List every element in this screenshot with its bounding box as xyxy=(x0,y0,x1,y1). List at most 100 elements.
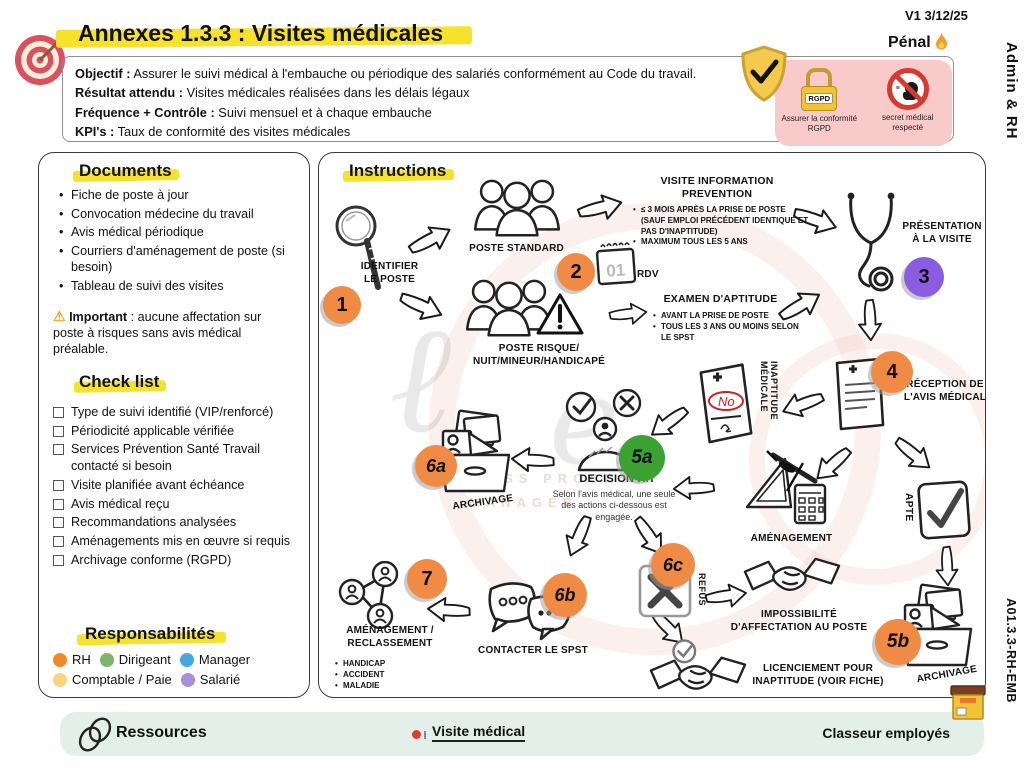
left-panel: Documents Fiche de poste à jour Convocat… xyxy=(38,152,310,698)
inaptitude-doc-icon: No xyxy=(699,363,753,444)
visite-medical-link-text[interactable]: Visite médical xyxy=(432,723,526,742)
watermark-script: ℓ xyxy=(389,293,452,467)
watermark-text: MANAGER xyxy=(469,495,579,510)
meta-row: Résultat attendu : Visites médicales réa… xyxy=(75,83,941,102)
legend-item: RH xyxy=(53,652,91,667)
examen-title: EXAMEN D'APTITUDE xyxy=(663,293,778,305)
important-note: ⚠ Important : Important : aucune affecta… xyxy=(53,307,262,357)
step7-label: AMÉNAGEMENT / RECLASSEMENT xyxy=(346,625,434,649)
kpi-text: Taux de conformité des visites médicales xyxy=(117,124,351,140)
amenagement-label: AMÉNAGEMENT xyxy=(750,533,833,544)
step6c-circle: 6c xyxy=(651,543,695,587)
side-label-doc-code: A01.3.3-RH-EMB xyxy=(1004,598,1018,703)
salarie-dot xyxy=(180,672,195,687)
resources-title: Ressources xyxy=(116,724,207,741)
step5a-circle: 5a xyxy=(619,435,665,481)
step1-circle: 1 xyxy=(323,286,361,324)
checklist-item: Services Prévention Santé Travail contac… xyxy=(53,441,295,474)
inaptitude-stamp: No xyxy=(718,394,735,409)
no-speaking-icon: ≡ xyxy=(886,68,929,110)
checklist-item: Archivage conforme (RGPD) xyxy=(53,552,295,568)
responsibilities-title: Responsabilités xyxy=(85,624,216,643)
checkbox xyxy=(53,479,64,491)
step6b-circle: 6b xyxy=(543,573,587,617)
checklist-item: Périodicité applicable vérifiée xyxy=(53,423,295,439)
instructions-panel: BUSINESS PROCESS MANAGER ℓ e Instruction… xyxy=(318,152,986,698)
penal-label: Pénal xyxy=(888,33,949,52)
checkbox xyxy=(53,498,64,510)
responsibilities-legend: RH Dirigeant Manager Comptable / Paie Sa… xyxy=(53,652,297,687)
legend-item: Salarié xyxy=(180,672,240,687)
checklist-item: Recommandations analysées xyxy=(53,514,295,530)
visite-info-title: VISITE INFORMATION PREVENTION xyxy=(660,175,774,201)
step7-bullets: HANDICAP ACCIDENT MALADIE xyxy=(335,659,445,691)
kpi-label: KPI's : xyxy=(75,124,115,140)
refus-label: REFUS xyxy=(697,573,707,607)
link-icon xyxy=(78,717,112,752)
step7-circle: 7 xyxy=(407,559,447,599)
flame-icon xyxy=(935,33,947,50)
flow-arrow xyxy=(857,298,883,342)
checklist-item: Type de suivi identifié (VIP/renforcé) xyxy=(53,404,295,420)
objectif-label: Objectif : xyxy=(75,66,131,81)
checkbox xyxy=(53,444,64,456)
decision-options-icon xyxy=(565,389,642,442)
warning-icon: ⚠ xyxy=(53,307,66,324)
version-label: V1 3/12/25 xyxy=(905,8,968,23)
poste-standard-icon xyxy=(473,179,561,237)
poste-risque-label: POSTE RISQUE/ NUIT/MINEUR/HANDICAPÉ xyxy=(473,343,605,367)
documents-list: Fiche de poste à jour Convocation médeci… xyxy=(57,187,295,295)
resources-bar: Ressources Visite médical Classeur emplo… xyxy=(60,712,984,756)
visite-medical-link[interactable]: Visite médical xyxy=(412,723,526,742)
warning-triangle-icon xyxy=(536,293,584,335)
flow-arrow xyxy=(935,545,959,587)
step6a-circle: 6a xyxy=(415,445,457,487)
rgpd-lock-icon: RGPD xyxy=(801,68,838,111)
licenciement-label: LICENCIEMENT POUR INAPTITUDE (VOIR FICHE… xyxy=(752,663,884,687)
checkbox xyxy=(53,536,64,548)
meta-row: Fréquence + Contrôle : Suivi mensuel et … xyxy=(75,103,941,122)
magnifier-icon xyxy=(335,205,381,290)
stethoscope-icon xyxy=(847,192,895,292)
legend-item: Manager xyxy=(179,652,250,667)
apte-label: APTE xyxy=(903,493,914,522)
step3-label: PRÉSENTATION À LA VISITE xyxy=(902,221,982,245)
pin-icon xyxy=(412,726,432,742)
resultat-label: Résultat attendu : xyxy=(75,85,184,101)
examen-bullets: AVANT LA PRISE DE POSTE TOUS LES 3 ANS O… xyxy=(653,311,803,343)
list-item: Avis médical périodique xyxy=(59,224,295,241)
list-item: Convocation médecine du travail xyxy=(59,206,295,223)
people-network-icon xyxy=(338,561,399,629)
step6b-label: CONTACTER LE SPST xyxy=(478,645,588,656)
step2-circle: 2 xyxy=(557,253,595,291)
rgpd-caption: Assurer la conformité RGPD xyxy=(781,114,858,133)
checklist: Type de suivi identifié (VIP/renforcé) P… xyxy=(53,404,295,569)
page-title: Annexes 1.3.3 : Visites médicales xyxy=(78,20,444,46)
side-label-admin-rh: Admin & RH xyxy=(1003,42,1020,140)
handshake-icon xyxy=(743,557,841,592)
manager-dot xyxy=(179,652,194,667)
dirigeant-dot xyxy=(99,652,114,667)
flow-arrow xyxy=(672,475,716,501)
compliance-box: RGPD Assurer la conformité RGPD ≡ secret… xyxy=(775,60,952,146)
responsibilities-block: Responsabilités RH Dirigeant Manager Com… xyxy=(53,624,297,687)
checklist-item: Avis médical reçu xyxy=(53,496,295,512)
documents-title: Documents xyxy=(79,161,172,180)
apte-check-icon xyxy=(917,480,971,540)
inaptitude-label: INAPTITUDE MÉDICALE xyxy=(759,361,779,420)
secret-caption: secret médical respecté xyxy=(881,113,934,132)
rgpd-block: RGPD Assurer la conformité RGPD xyxy=(777,68,861,134)
poste-standard-label: POSTE STANDARD xyxy=(469,243,564,254)
meta-row: Objectif : Assurer le suivi médical à l'… xyxy=(75,64,941,83)
checklist-item: Visite planifiée avant échéance xyxy=(53,477,295,493)
frequence-text: Suivi mensuel et à chaque embauche xyxy=(218,104,432,120)
checklist-title: Check list xyxy=(79,371,160,391)
step3-circle: 3 xyxy=(904,257,944,297)
objectif-text: Assurer le suivi médical à l'embauche ou… xyxy=(133,66,697,81)
frequence-label: Fréquence + Contrôle : xyxy=(75,104,215,120)
calendar-icon: 01 xyxy=(595,242,637,286)
legend-item: Dirigeant xyxy=(99,652,171,667)
flow-arrow xyxy=(509,445,557,475)
list-item: Courriers d'aménagement de poste (si bes… xyxy=(59,243,295,276)
checkbox xyxy=(53,555,64,567)
